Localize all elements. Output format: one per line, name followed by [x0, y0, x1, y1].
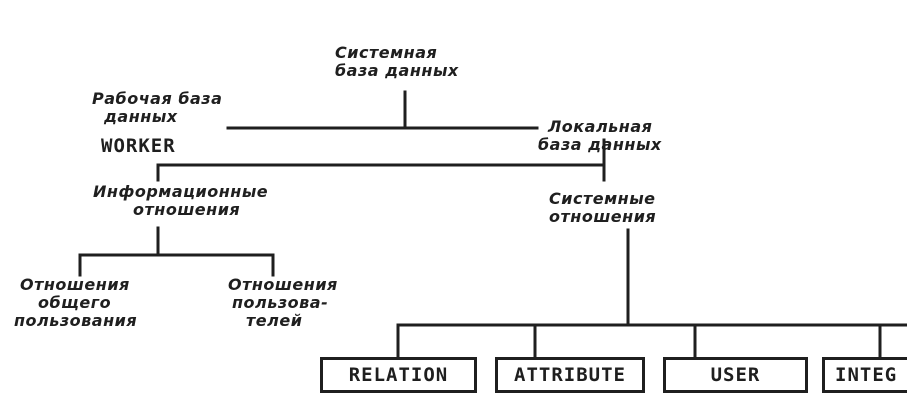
worker-database-label: Рабочая база данных [92, 89, 223, 126]
user-table-box: USER [663, 357, 808, 393]
system-database-label: Системная база данных [335, 43, 459, 80]
information-relations-label: Информационные отношения [93, 182, 269, 219]
shared-relations-label: Отношения общего пользования [14, 275, 138, 330]
attribute-table-box: ATTRIBUTE [495, 357, 645, 393]
local-database-label: Локальная база данных [538, 117, 662, 154]
relation-table-box: RELATION [320, 357, 477, 393]
worker-name-label: WORKER [101, 135, 176, 157]
system-relations-label: Системные отношения [549, 189, 657, 226]
integ-table-box: INTEG [822, 357, 907, 393]
user-relations-label: Отношения пользова- телей [228, 275, 338, 330]
